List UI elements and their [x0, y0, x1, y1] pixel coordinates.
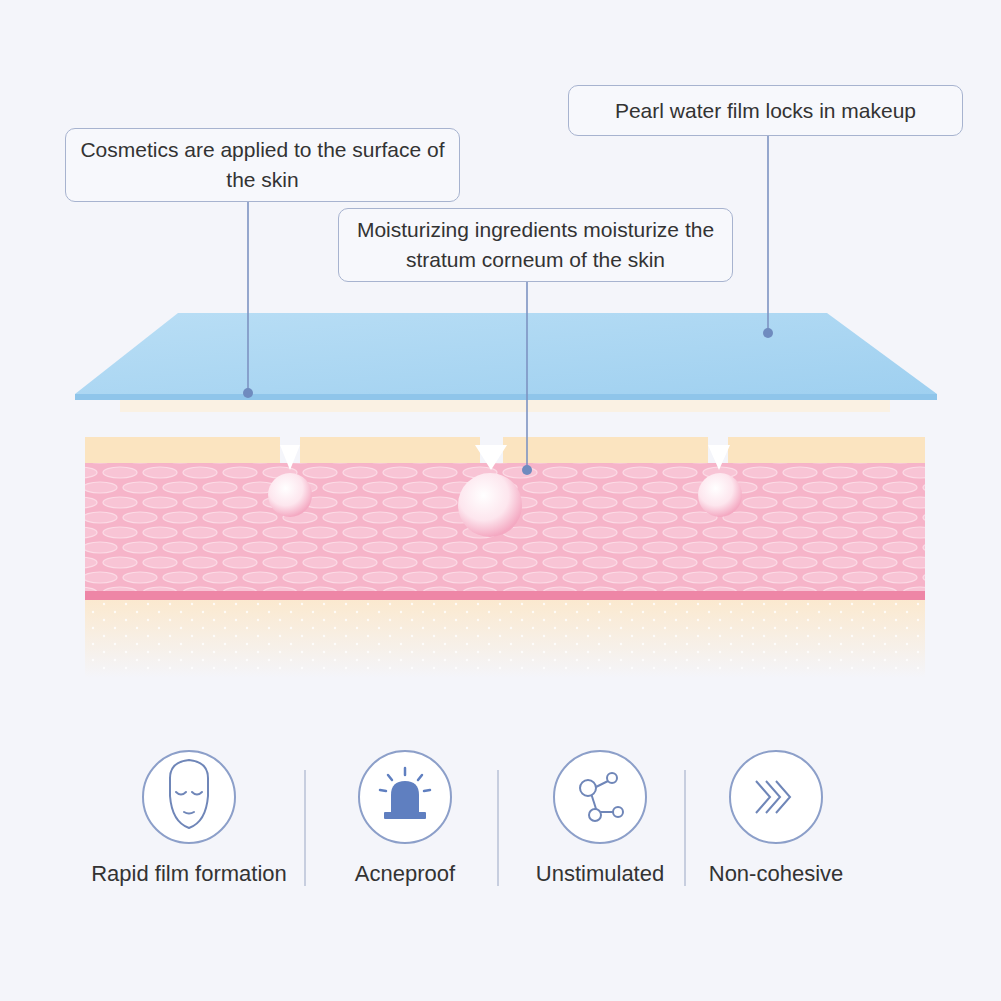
leader-line: [767, 136, 769, 333]
leader-dot: [243, 388, 253, 398]
leader-dot: [522, 465, 532, 475]
callout-text: Moisturizing ingredients moisturize the …: [351, 215, 720, 275]
callout-text: Cosmetics are applied to the surface of …: [78, 135, 447, 195]
leader-dot: [763, 328, 773, 338]
leader-line: [526, 282, 528, 470]
feature-label: Acneproof: [355, 861, 455, 887]
feature-label: Non-cohesive: [709, 861, 844, 887]
callout-box: Cosmetics are applied to the surface of …: [65, 128, 460, 202]
leader-line: [247, 202, 249, 393]
callout-box: Pearl water film locks in makeup: [568, 85, 963, 136]
callout-box: Moisturizing ingredients moisturize the …: [338, 208, 733, 282]
callout-text: Pearl water film locks in makeup: [615, 96, 916, 126]
feature-label: Unstimulated: [536, 861, 664, 887]
feature-label: Rapid film formation: [91, 861, 287, 887]
